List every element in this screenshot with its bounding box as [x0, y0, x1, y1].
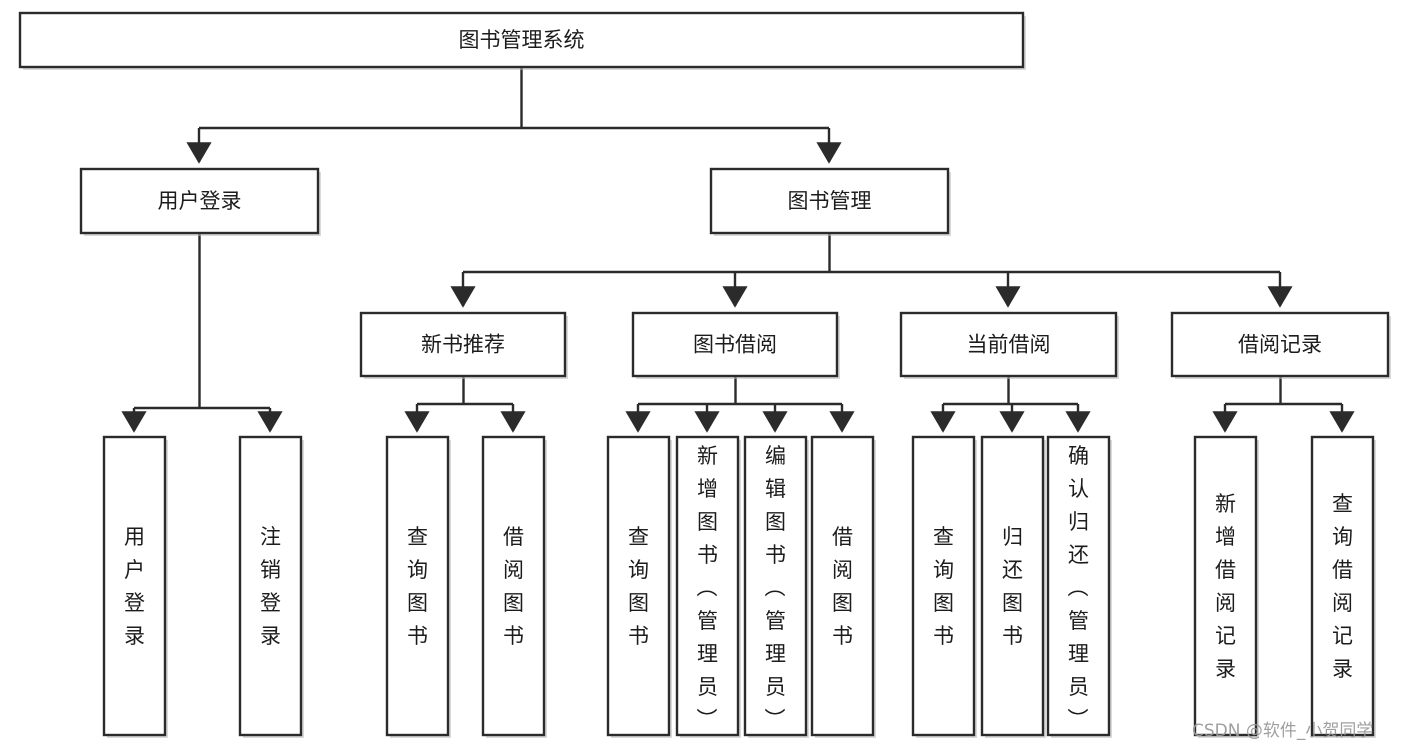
node-label-vertical: 查询借阅记录 [1332, 492, 1353, 681]
node-box[interactable] [980, 435, 1045, 737]
node-leaf-add-borrow-record[interactable]: 新增借阅记录 [1193, 435, 1259, 738]
node-box[interactable] [675, 435, 740, 737]
node-label-vertical: 查询图书 [933, 525, 954, 648]
node-label: 图书管理 [788, 189, 872, 213]
node-user-login[interactable]: 用户登录 [79, 167, 321, 236]
node-leaf-borrow-book-new[interactable]: 借阅图书 [481, 435, 547, 738]
node-label: 图书借阅 [693, 333, 777, 357]
node-label-vertical: 查询图书 [628, 525, 649, 648]
node-box[interactable] [810, 435, 875, 737]
node-label: 借阅记录 [1238, 333, 1322, 357]
node-root[interactable]: 图书管理系统 [18, 11, 1026, 70]
node-box[interactable] [359, 311, 567, 378]
node-label-vertical: 用户登录 [124, 525, 145, 648]
node-box[interactable] [481, 435, 546, 737]
node-box[interactable] [18, 11, 1025, 69]
node-label: 当前借阅 [967, 333, 1051, 357]
node-book-management[interactable]: 图书管理 [709, 167, 951, 236]
node-box[interactable] [238, 435, 303, 737]
node-current-borrow[interactable]: 当前借阅 [899, 311, 1119, 379]
node-label-vertical: 注销登录 [260, 525, 281, 648]
node-box[interactable] [79, 167, 320, 235]
node-box[interactable] [899, 311, 1118, 378]
node-box[interactable] [743, 435, 808, 737]
node-label-vertical: 确认归还（管理员） [1068, 444, 1090, 732]
node-box[interactable] [631, 311, 839, 378]
node-leaf-query-book-borrow[interactable]: 查询图书 [606, 435, 672, 738]
node-box[interactable] [385, 435, 450, 737]
node-box[interactable] [1046, 435, 1111, 737]
node-box[interactable] [1170, 311, 1390, 378]
csdn-watermark: CSDN @软件_小贺同学 [1192, 721, 1373, 741]
edge-layer [121, 67, 1355, 433]
node-box[interactable] [709, 167, 950, 235]
node-label-vertical: 查询图书 [407, 525, 428, 648]
node-label: 新书推荐 [421, 333, 505, 357]
node-leaf-logout-login[interactable]: 注销登录 [238, 435, 304, 738]
node-leaf-query-borrow-record[interactable]: 查询借阅记录 [1310, 435, 1376, 738]
node-label-vertical: 编辑图书（管理员） [765, 444, 787, 732]
node-label: 用户登录 [158, 189, 242, 213]
node-box[interactable] [102, 435, 167, 737]
node-box[interactable] [911, 435, 976, 737]
node-leaf-confirm-return-admin[interactable]: 确认归还（管理员） [1046, 435, 1112, 738]
node-leaf-edit-book-admin[interactable]: 编辑图书（管理员） [743, 435, 809, 738]
node-label-vertical: 新增图书（管理员） [697, 444, 719, 732]
node-box[interactable] [1310, 435, 1375, 737]
node-new-book-recommend[interactable]: 新书推荐 [359, 311, 568, 379]
node-label-vertical: 新增借阅记录 [1215, 492, 1236, 681]
node-label: 图书管理系统 [459, 28, 585, 52]
node-leaf-add-book-admin[interactable]: 新增图书（管理员） [675, 435, 741, 738]
node-box[interactable] [606, 435, 671, 737]
node-layer: 图书管理系统用户登录图书管理新书推荐图书借阅当前借阅借阅记录用户登录注销登录查询… [18, 11, 1391, 738]
node-label-vertical: 归还图书 [1002, 525, 1023, 648]
node-leaf-return-book[interactable]: 归还图书 [980, 435, 1046, 738]
node-leaf-query-book-new[interactable]: 查询图书 [385, 435, 451, 738]
node-book-borrow[interactable]: 图书借阅 [631, 311, 840, 379]
node-label-vertical: 借阅图书 [832, 525, 853, 648]
node-borrow-record[interactable]: 借阅记录 [1170, 311, 1391, 379]
node-leaf-borrow-book[interactable]: 借阅图书 [810, 435, 876, 738]
node-box[interactable] [1193, 435, 1258, 737]
node-leaf-user-login[interactable]: 用户登录 [102, 435, 168, 738]
node-label-vertical: 借阅图书 [503, 525, 524, 648]
node-leaf-query-book-current[interactable]: 查询图书 [911, 435, 977, 738]
